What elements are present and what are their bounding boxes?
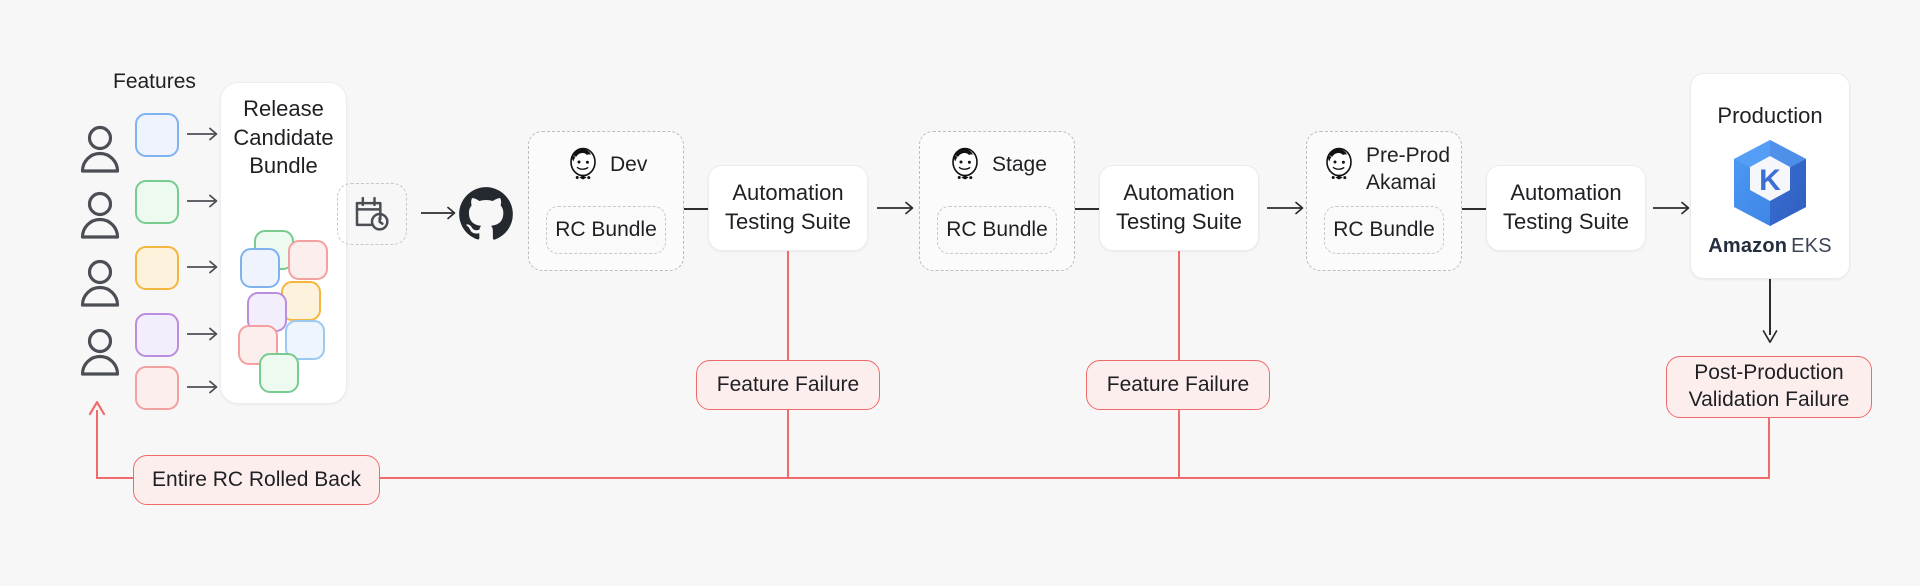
arrow-head-up-icon [88,400,106,421]
connector-dev-to-automation [684,208,708,210]
automation-suite-after-dev[interactable]: Automation Testing Suite [708,165,868,251]
calendar-clock-icon [338,184,406,244]
person-icon [78,124,122,174]
feature-arrow-icon [186,377,220,397]
automation-suite-after-stage[interactable]: Automation Testing Suite [1099,165,1259,251]
rc-bundle-label: RC Bundle [946,217,1048,241]
bundle-chip [288,240,328,280]
rc-bundle-dev[interactable]: RC Bundle [546,206,666,254]
feature-arrow-icon [186,324,220,344]
stage-header-stage: Stage [948,146,1047,184]
stage-label-pre-prod: Pre-Prod Akamai [1366,144,1451,194]
rollback-elbow-horizontal [96,477,136,480]
rc-bundle-label: RC Bundle [1333,217,1435,241]
svg-text:K: K [1759,164,1781,197]
automation-suite-label: Automation Testing Suite [1116,180,1242,234]
amazon-eks-icon: K [1727,137,1813,229]
stage-header-pre-prod: Pre-Prod Akamai [1322,143,1450,197]
rollback-elbow-vertical [96,410,99,478]
person-icon [78,258,122,308]
rollback-bus-line [375,477,1770,480]
production-title: Production [1717,103,1823,129]
feature-chip-purple[interactable] [135,313,179,357]
bundle-chip [259,353,299,393]
release-candidate-bundle-title: Release Candidate Bundle [233,96,334,179]
feature-arrow-icon [186,124,220,144]
connector-production-to-failure [1769,279,1771,335]
feature-chip-amber[interactable] [135,246,179,290]
automation-suite-after-preprod[interactable]: Automation Testing Suite [1486,165,1646,251]
person-icon [78,327,122,377]
production-card[interactable]: Production [1690,73,1850,279]
feature-arrow-icon [186,257,220,277]
github-icon[interactable] [458,186,514,242]
rollback-badge[interactable]: Entire RC Rolled Back [133,455,380,505]
jenkins-icon [566,146,600,184]
rc-bundle-pre-prod[interactable]: RC Bundle [1324,206,1444,254]
feature-chip-green[interactable] [135,180,179,224]
failure-badge-stage[interactable]: Feature Failure [1086,360,1270,410]
features-header: Features [113,70,196,93]
schedule-trigger-box[interactable] [337,183,407,245]
failure-badge-dev[interactable]: Feature Failure [696,360,880,410]
jenkins-icon [948,146,982,184]
feature-chip-blue[interactable] [135,113,179,157]
failure-badge-post-production[interactable]: Post-Production Validation Failure [1666,356,1872,418]
feature-arrow-icon [186,191,220,211]
stage-label-dev: Dev [610,152,648,176]
flow-arrow-icon [420,203,460,223]
feature-chip-red[interactable] [135,366,179,410]
connector-stage-to-automation [1075,208,1099,210]
rc-bundle-stage[interactable]: RC Bundle [937,206,1057,254]
arrow-head-down-icon [1762,330,1778,349]
connector-preprod-to-automation [1462,208,1486,210]
stage-label-stage: Stage [992,152,1047,176]
bundle-chip [281,281,321,321]
failure-line-post-production [1768,418,1771,479]
person-icon [78,190,122,240]
bundle-chip [240,248,280,288]
rc-bundle-label: RC Bundle [555,217,657,241]
jenkins-icon [1322,146,1356,184]
flow-arrow-icon [876,198,918,218]
flow-arrow-icon [1652,198,1694,218]
automation-suite-label: Automation Testing Suite [725,180,851,234]
automation-suite-label: Automation Testing Suite [1503,180,1629,234]
flow-arrow-icon [1266,198,1308,218]
stage-header-dev: Dev [566,146,647,184]
